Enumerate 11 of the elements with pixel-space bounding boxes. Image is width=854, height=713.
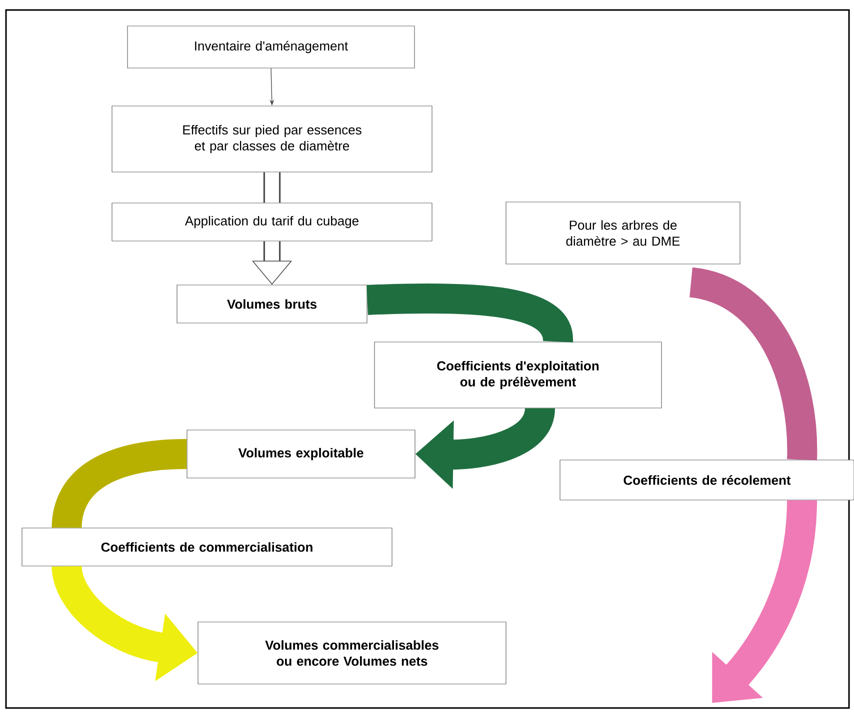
text-box: Volumes commercialisables ou encore Volumes nets — [198, 622, 506, 684]
text-box: Inventaire d'aménagement — [127, 26, 415, 68]
text-box: Volumes exploitable — [186, 430, 416, 478]
text-box: Coefficients de récolement — [560, 460, 854, 500]
text-box: Coefficients d'exploitation ou de prélèvement — [374, 342, 662, 408]
text-box: Pour les arbres de diamètre > au DME — [506, 202, 740, 264]
text-box: Application du tarif du cubage — [112, 202, 432, 242]
text-box: Effectifs sur pied par essences et par classes de diamètre — [112, 106, 432, 172]
connector-bar — [263, 172, 281, 203]
text-box: Volumes bruts — [176, 284, 368, 324]
text-box: Coefficients de commercialisation — [22, 528, 392, 566]
